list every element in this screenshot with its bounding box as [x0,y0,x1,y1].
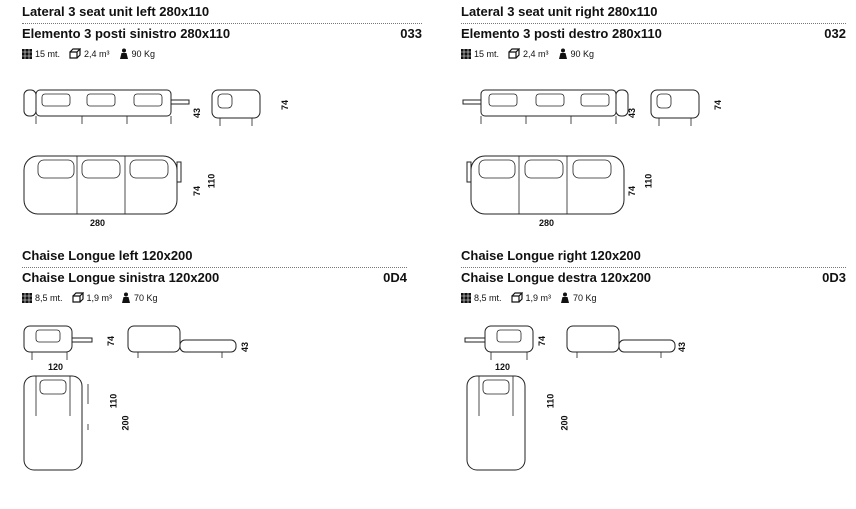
length-dim: 200 [120,415,131,431]
seat-height-dim: 43 [627,107,638,119]
top-view-drawing [466,375,526,471]
spec-row: 8,5 mt. 1,9 m³ 70 Kg [461,292,606,303]
top-view-drawing [23,375,89,471]
spec-weight-value: 90 Kg [131,48,156,59]
front-view-drawing [23,325,93,360]
side-view-drawing [566,325,676,358]
seat-height-dim: 43 [192,107,203,119]
spec-volume-value: 1,9 m³ [86,292,113,303]
spec-fabric: 15 mt. [22,48,61,59]
spec-row: 15 mt. 2,4 m³ 90 Kg [22,48,164,59]
weight-icon [119,48,128,59]
weight-icon [561,292,570,303]
product-title-en: Chaise Longue right 120x200 [461,248,641,263]
height-dim-top: 74 [192,185,203,197]
product-code: 0D4 [383,270,407,285]
spec-weight: 70 Kg [121,292,158,303]
spec-fabric-value: 8,5 mt. [35,292,63,303]
box-volume-icon [69,48,82,59]
height-dim: 74 [106,335,117,347]
spec-row: 8,5 mt. 1,9 m³ 70 Kg [22,292,167,303]
product-title-en: Lateral 3 seat unit right 280x110 [461,4,658,19]
side-view-drawing [211,89,261,126]
top-view-drawing [466,155,625,215]
depth-dim: 110 [545,393,556,409]
divider [461,267,846,268]
width-dim: 280 [90,218,106,228]
product-code: 033 [400,26,422,41]
front-view-drawing [462,89,629,124]
width-dim: 120 [48,362,64,372]
weight-icon [122,292,131,303]
spec-volume-value: 2,4 m³ [84,48,110,59]
spec-fabric: 8,5 mt. [461,292,502,303]
height-dim: 74 [280,99,291,111]
box-volume-icon [510,292,523,303]
divider [461,23,846,24]
spec-volume: 1,9 m³ [71,292,113,303]
spec-weight-value: 70 Kg [134,292,158,303]
fabric-swatch-icon [22,292,32,303]
side-view-drawing [650,89,700,126]
spec-weight-value: 90 Kg [570,48,595,59]
length-dim: 200 [559,415,570,431]
height-dim: 74 [713,99,724,111]
divider [22,23,422,24]
spec-volume: 2,4 m³ [69,48,110,59]
top-view-drawing [23,155,182,215]
product-title-en: Lateral 3 seat unit left 280x110 [22,4,210,19]
front-view-drawing [23,89,190,124]
depth-dim: 110 [108,393,119,409]
width-dim: 280 [539,218,555,228]
spec-fabric: 8,5 mt. [22,292,63,303]
seat-height-dim: 43 [677,341,688,353]
weight-icon [558,48,567,59]
product-title-it: Elemento 3 posti sinistro 280x110 [22,26,231,41]
spec-fabric: 15 mt. [461,48,500,59]
product-title-it: Chaise Longue destra 120x200 [461,270,652,285]
fabric-swatch-icon [461,292,471,303]
spec-volume-value: 1,9 m³ [525,292,552,303]
spec-weight: 70 Kg [560,292,597,303]
spec-fabric-value: 8,5 mt. [474,292,502,303]
product-title-en: Chaise Longue left 120x200 [22,248,193,263]
seat-height-dim: 43 [240,341,251,353]
spec-row: 15 mt. 2,4 m³ 90 Kg [461,48,603,59]
width-dim: 120 [495,362,511,372]
side-view-drawing [127,325,237,358]
front-view-drawing [464,325,534,360]
spec-fabric-value: 15 mt. [35,48,61,59]
spec-weight-value: 70 Kg [573,292,597,303]
height-dim: 74 [537,335,548,347]
height-dim-top: 74 [627,185,638,197]
box-volume-icon [508,48,521,59]
product-code: 032 [824,26,846,41]
spec-fabric-value: 15 mt. [474,48,500,59]
box-volume-icon [71,292,84,303]
spec-volume-value: 2,4 m³ [523,48,549,59]
spec-weight: 90 Kg [119,48,156,59]
spec-volume: 2,4 m³ [508,48,549,59]
spec-weight: 90 Kg [558,48,595,59]
fabric-swatch-icon [22,48,32,59]
depth-dim: 110 [206,173,217,189]
spec-volume: 1,9 m³ [510,292,552,303]
product-code: 0D3 [822,270,846,285]
product-title-it: Elemento 3 posti destro 280x110 [461,26,662,41]
product-title-it: Chaise Longue sinistra 120x200 [22,270,220,285]
fabric-swatch-icon [461,48,471,59]
depth-dim: 110 [643,173,654,189]
divider [22,267,407,268]
